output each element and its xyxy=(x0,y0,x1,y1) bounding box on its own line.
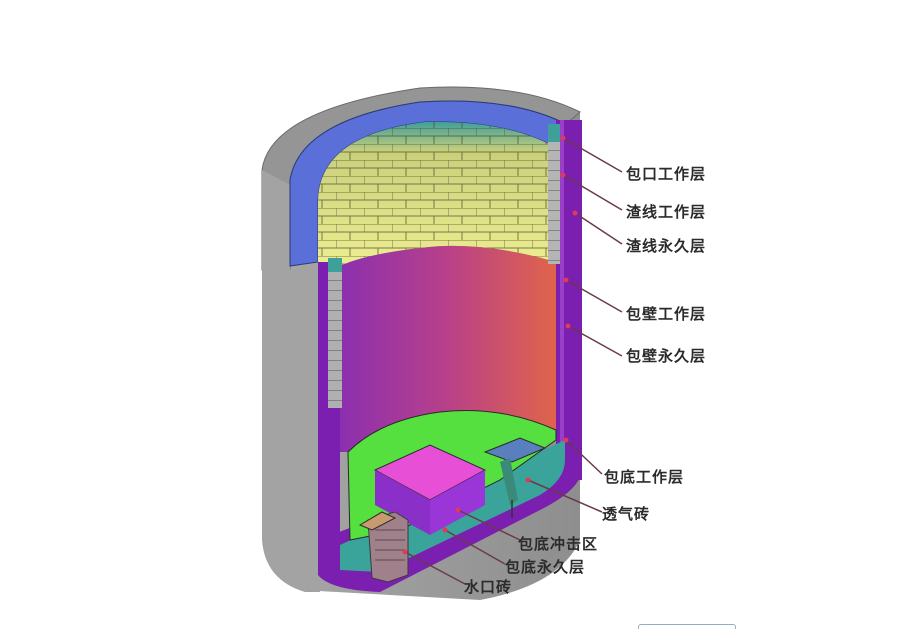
label-purge-plug: 透气砖 xyxy=(602,505,651,523)
label-ladle-lip-working-layer: 包口工作层 xyxy=(626,165,707,183)
bottom-edge-element xyxy=(638,624,736,629)
impact-zone-side xyxy=(430,470,485,535)
leader-dots xyxy=(402,135,578,555)
label-wall-permanent-layer: 包壁永久层 xyxy=(626,347,707,365)
label-bottom-permanent-layer: 包底永久层 xyxy=(505,558,586,576)
label-nozzle-brick: 水口砖 xyxy=(464,578,513,596)
shell-left-face xyxy=(262,170,320,592)
label-slag-line-working-layer: 渣线工作层 xyxy=(626,203,707,221)
leader-lines xyxy=(404,137,623,585)
label-bottom-impact-zone: 包底冲击区 xyxy=(518,535,599,553)
wall-working-layer-surface xyxy=(336,245,556,452)
brick-mortar-lines xyxy=(318,121,560,268)
label-slag-line-permanent-layer: 渣线永久层 xyxy=(626,237,707,255)
purge-plug-top xyxy=(483,437,547,463)
label-wall-working-layer: 包壁工作层 xyxy=(626,305,707,323)
label-bottom-working-layer: 包底工作层 xyxy=(604,468,685,486)
